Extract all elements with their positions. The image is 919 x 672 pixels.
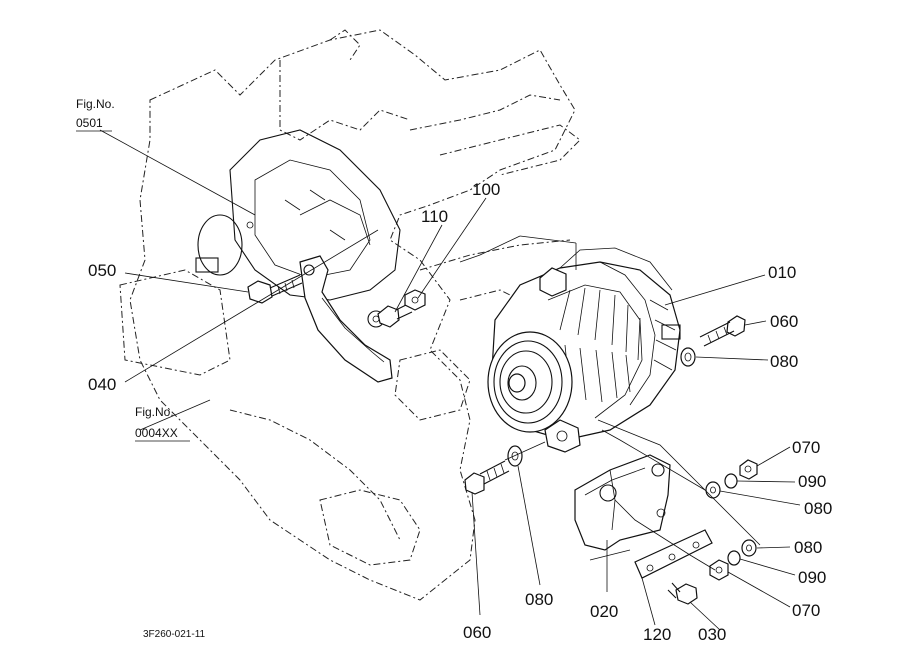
figure-ref-title: Fig.No. <box>135 405 174 419</box>
washer-080-lower <box>507 445 523 467</box>
adjusting-bracket-040 <box>299 255 393 383</box>
washer-080-mid <box>705 481 721 499</box>
lock-washer-090-lower <box>727 550 741 566</box>
callout-080-mid: 080 <box>804 499 832 518</box>
pulley <box>487 331 573 433</box>
callout-010: 010 <box>768 263 796 282</box>
bolt-030 <box>667 582 698 605</box>
callout-100: 100 <box>472 180 500 199</box>
nut-070-upper <box>739 459 758 480</box>
callout-110: 110 <box>421 207 448 226</box>
callout-080-lower: 080 <box>525 590 553 609</box>
figure-ref-number: 0004XX <box>135 426 178 440</box>
callout-090-upper: 090 <box>798 472 826 491</box>
mounting-bracket-020 <box>574 454 671 551</box>
callout-070-lower: 070 <box>792 601 820 620</box>
callout-070-upper: 070 <box>792 438 820 457</box>
callout-080-upper: 080 <box>770 352 798 371</box>
nut-100 <box>404 289 426 311</box>
assembly-lines <box>459 235 761 571</box>
lock-washer-090-upper <box>724 473 738 489</box>
washer-080-upper <box>680 347 696 367</box>
callout-030: 030 <box>698 625 726 644</box>
callout-090-lower: 090 <box>798 568 826 587</box>
callout-080-right: 080 <box>794 538 822 557</box>
callout-040: 040 <box>88 375 116 394</box>
figure-ref-0501: Fig.No. 0501 <box>76 97 115 132</box>
callout-020: 020 <box>590 602 618 621</box>
drawing-code: 3F260-021-11 <box>143 629 206 640</box>
strap-120 <box>634 529 713 579</box>
callout-060-lower: 060 <box>463 623 491 642</box>
nut-070-lower <box>709 559 729 581</box>
figure-ref-number: 0501 <box>76 116 103 130</box>
callout-labels: 010 060 080 070 090 080 080 090 070 030 … <box>88 180 832 644</box>
callout-050: 050 <box>88 261 116 280</box>
bolt-050 <box>247 274 303 304</box>
figure-ref-0004xx: Fig.No. 0004XX <box>135 405 190 442</box>
callout-060-upper: 060 <box>770 312 798 331</box>
bolt-060-lower <box>464 460 510 495</box>
injection-pump <box>195 129 401 301</box>
washer-080-right <box>741 539 757 557</box>
bolt-060-upper <box>699 315 746 347</box>
engine-block-outline <box>119 29 581 601</box>
figure-ref-title: Fig.No. <box>76 97 115 111</box>
leader-lines <box>99 129 801 631</box>
callout-120: 120 <box>643 625 671 644</box>
